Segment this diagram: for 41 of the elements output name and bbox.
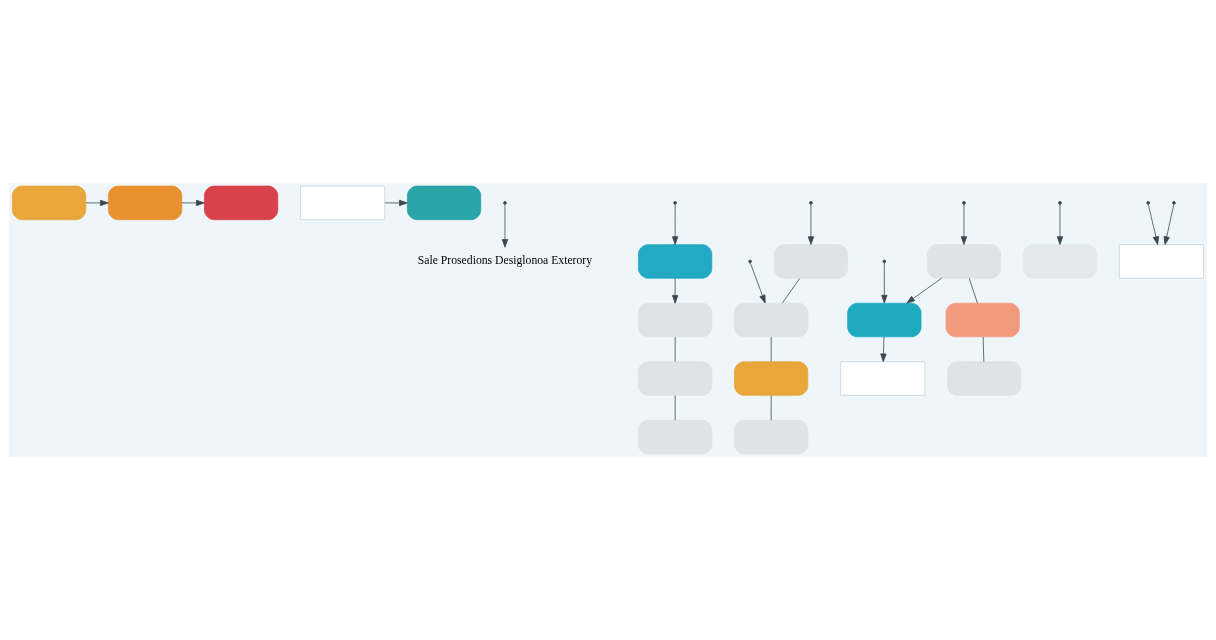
node-box <box>638 244 713 279</box>
arrow <box>1147 203 1159 245</box>
node-box <box>638 302 713 338</box>
arrow <box>501 203 509 248</box>
node-box <box>1022 244 1098 279</box>
node-box <box>947 361 1022 396</box>
node-box <box>926 244 1002 279</box>
connector <box>770 336 772 363</box>
node-box <box>840 361 926 396</box>
node-box <box>847 302 922 338</box>
arrow <box>906 277 942 304</box>
node-box <box>638 361 713 396</box>
arrow <box>807 203 815 245</box>
node-box <box>108 185 183 221</box>
connector <box>968 278 978 304</box>
node-box <box>734 419 809 455</box>
arrow <box>181 199 205 207</box>
connector <box>982 336 985 363</box>
arrow <box>672 203 679 245</box>
node-box <box>300 185 386 221</box>
connector <box>781 278 801 304</box>
node-box <box>773 244 849 279</box>
node-box <box>407 185 482 221</box>
node-box <box>734 361 809 396</box>
arrow <box>384 199 408 207</box>
arrow <box>1056 203 1064 245</box>
arrow <box>960 203 968 245</box>
arrow <box>880 336 887 363</box>
arrow <box>749 262 766 304</box>
arrow <box>672 278 679 304</box>
node-box <box>734 302 809 338</box>
arrow <box>881 262 888 304</box>
node-box <box>638 419 713 455</box>
node-box <box>12 185 87 221</box>
node-box <box>204 185 279 221</box>
node-box <box>1118 244 1204 279</box>
connector <box>770 395 772 421</box>
arrow <box>85 199 109 207</box>
arrow <box>1163 203 1175 245</box>
node-text: Sale Prosedions Desiglonoa Exterory <box>417 254 593 268</box>
node-box <box>945 302 1020 338</box>
